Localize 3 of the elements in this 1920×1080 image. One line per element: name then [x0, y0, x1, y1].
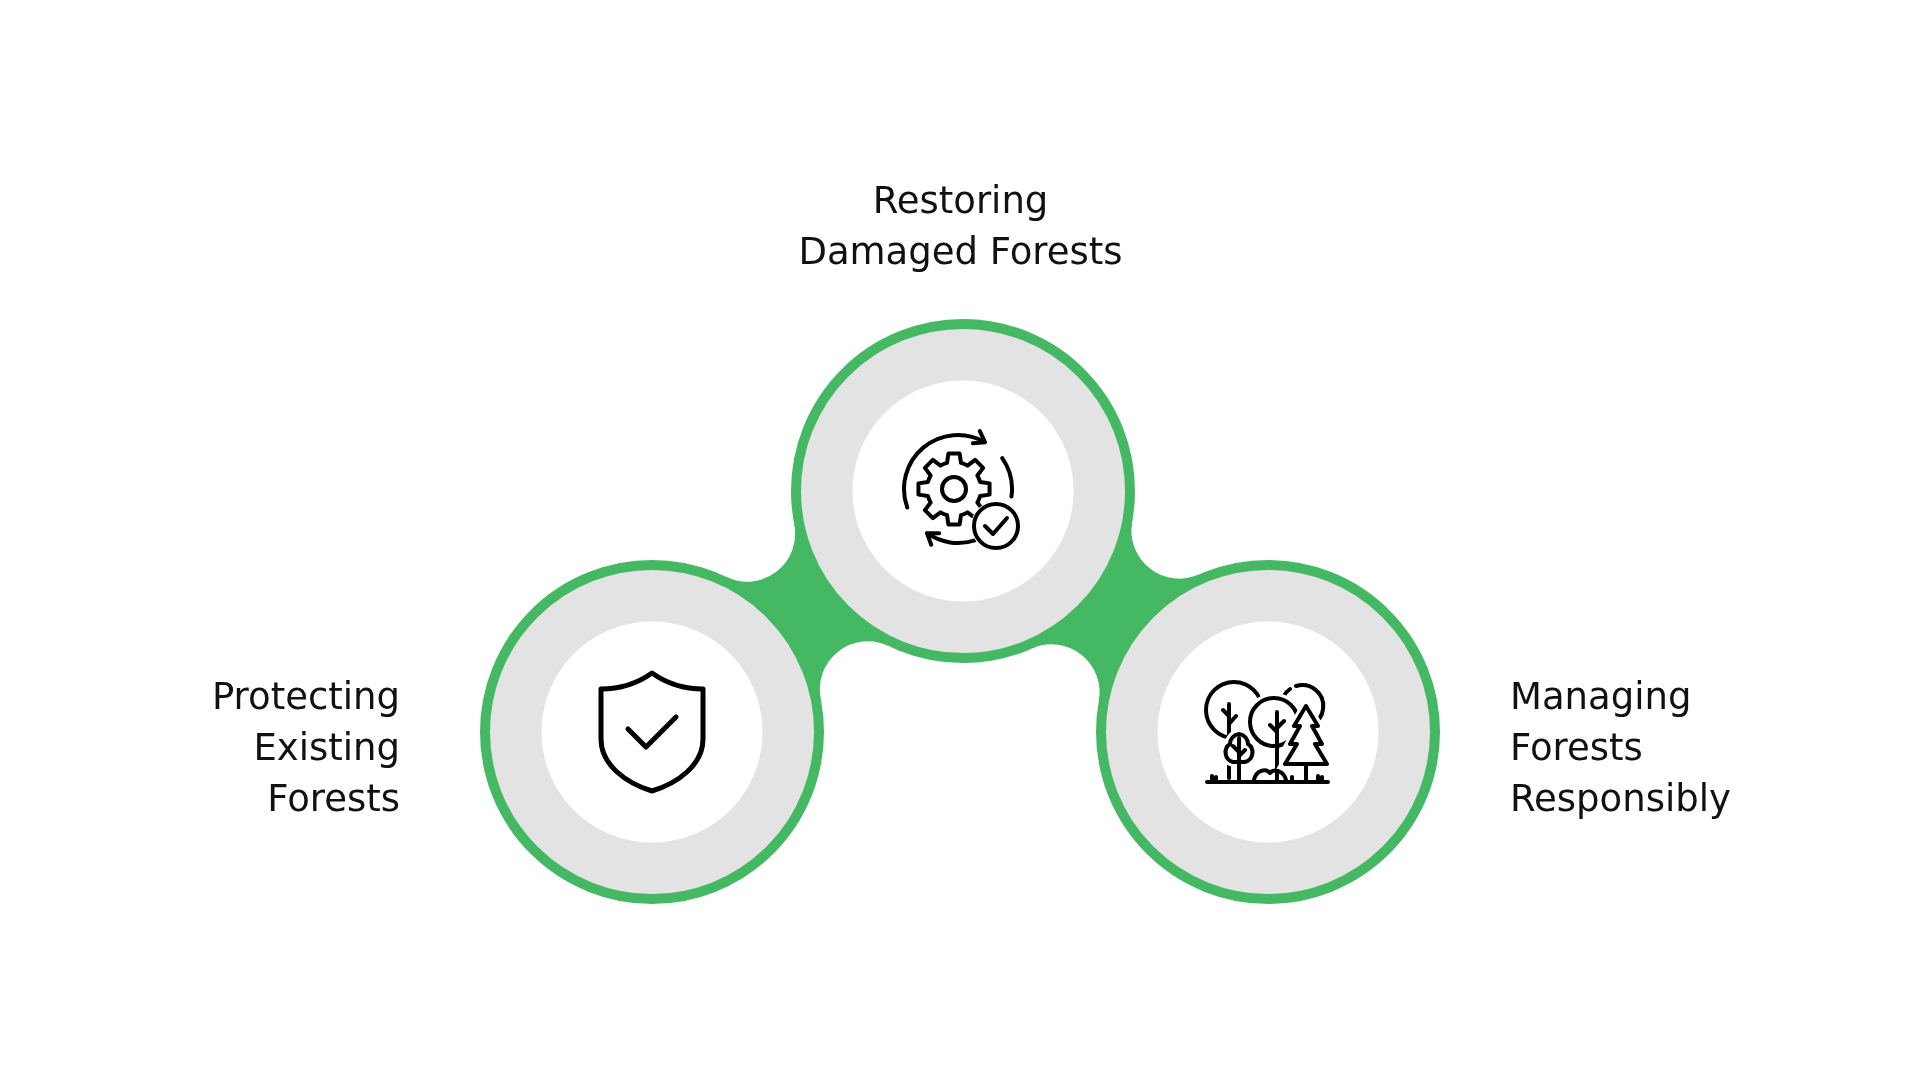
node-label: Managing Forests Responsibly — [1510, 674, 1732, 822]
node-label: Protecting Existing Forests — [210, 674, 400, 822]
node-label: Restoring Damaged Forests — [797, 178, 1124, 275]
